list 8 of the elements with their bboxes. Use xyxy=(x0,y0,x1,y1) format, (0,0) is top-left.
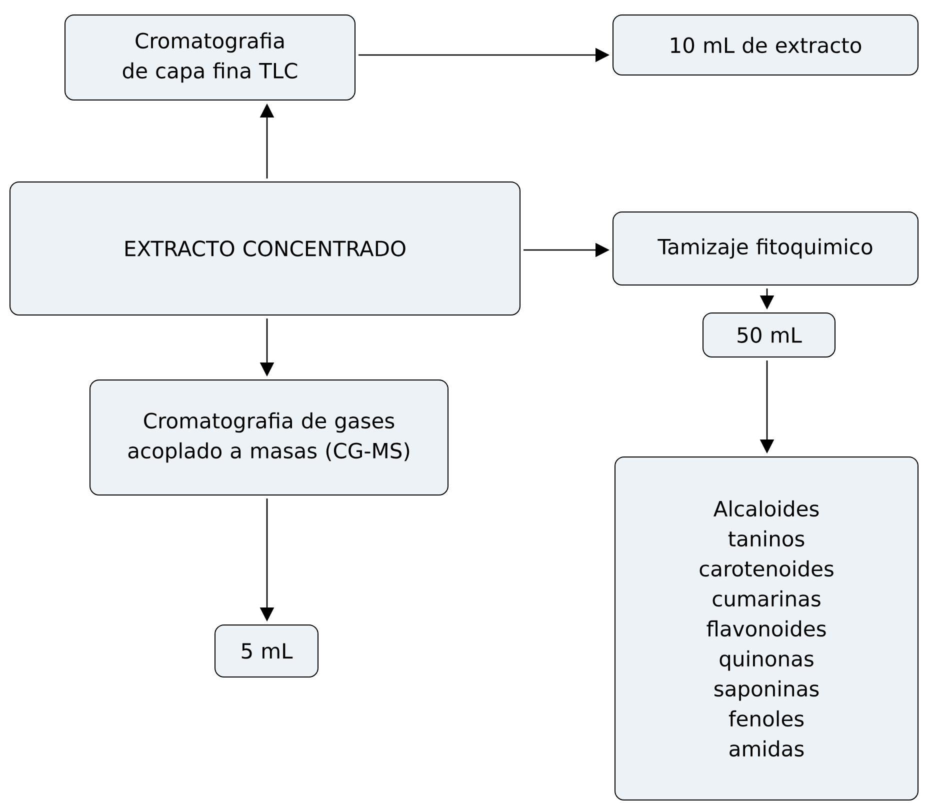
process-box: Alcaloides taninos carotenoides cumarinas flavonoides quinonas saponinas fenoles amidas xyxy=(614,456,919,800)
process-box: 5 mL xyxy=(214,624,318,678)
process-box: Cromatografia de gases acoplado a masas (CG-MS) xyxy=(90,380,448,496)
process-box: EXTRACTO CONCENTRADO xyxy=(10,182,520,316)
process-box: 50 mL xyxy=(702,312,836,358)
process-box: 10 mL de extracto xyxy=(612,14,919,76)
process-box: Tamizaje fitoquimico xyxy=(612,212,919,286)
process-box: Cromatografia de capa fina TLC xyxy=(64,14,356,100)
